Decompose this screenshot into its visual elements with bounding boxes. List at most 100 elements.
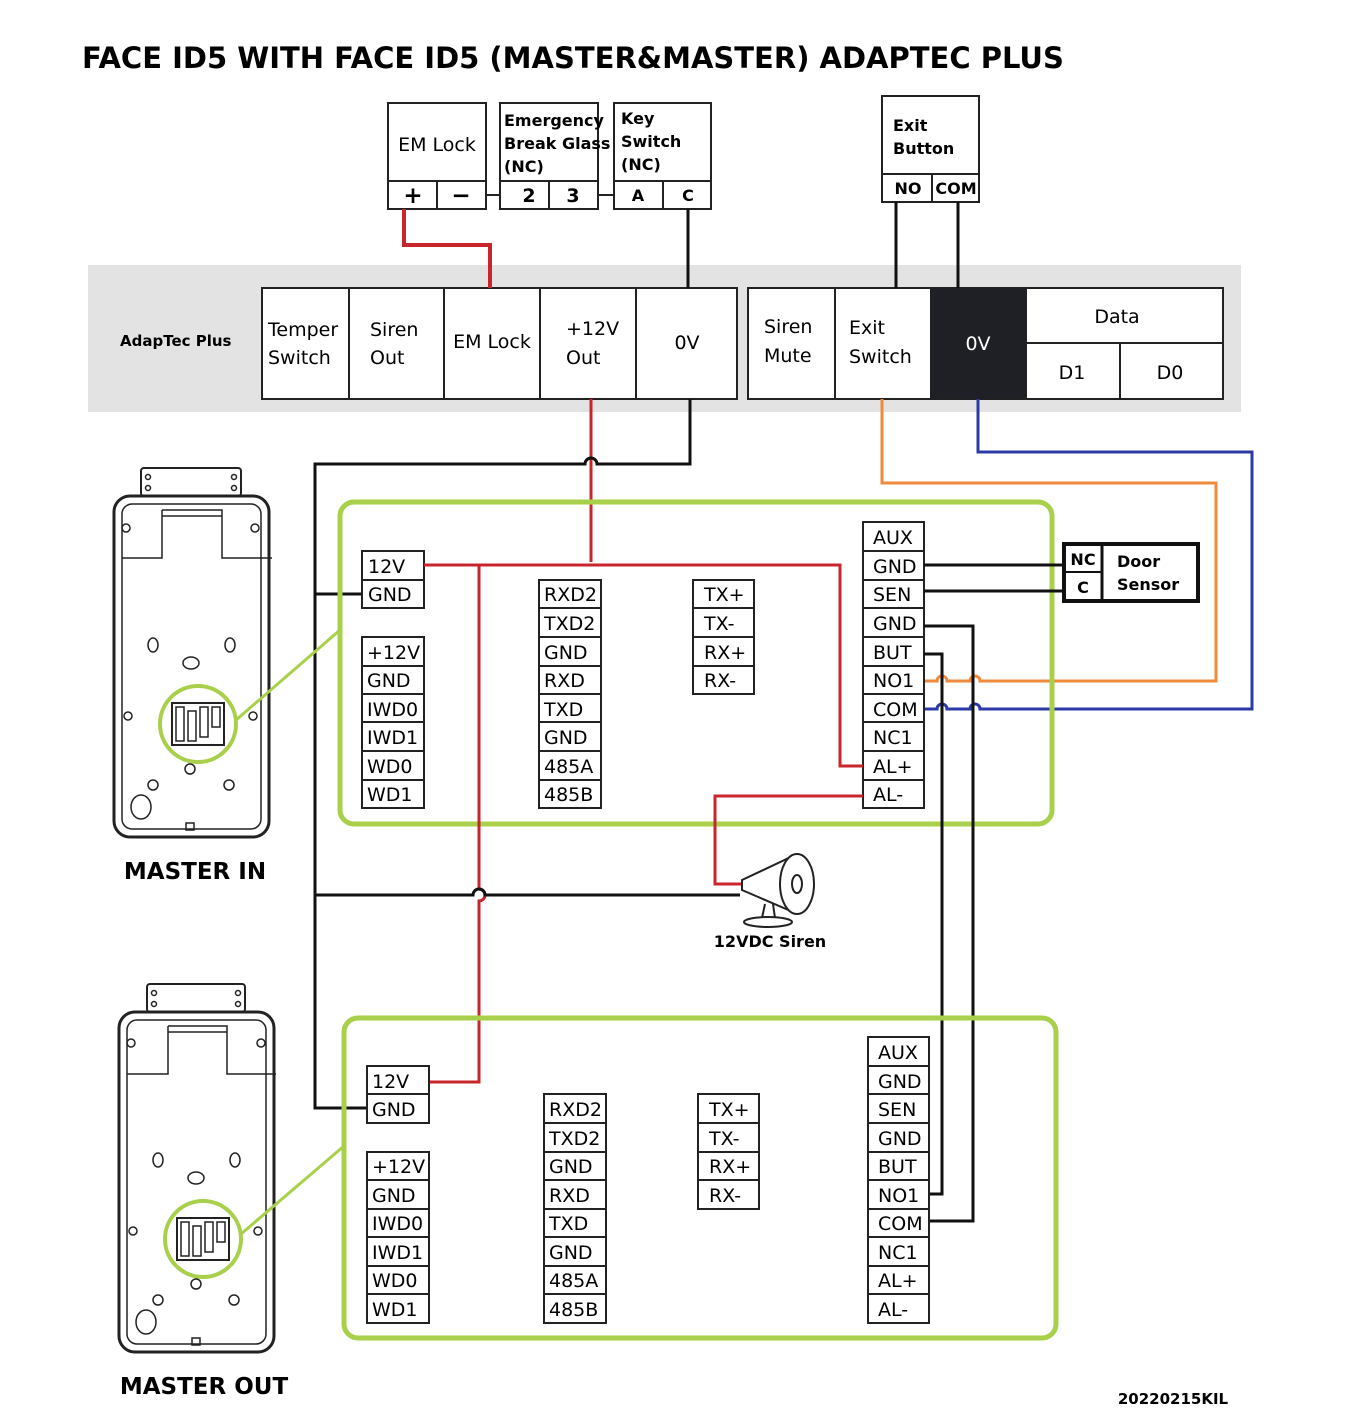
master-in-io-4: GND <box>873 613 917 635</box>
master-in-wiegand-terminals: +12V GND IWD0 IWD1 WD0 WD1 <box>361 636 425 809</box>
master-out-wg-6: WD1 <box>372 1299 418 1321</box>
break-glass-terminal-3: 3 <box>566 185 579 207</box>
master-in-io-7: COM <box>873 699 918 721</box>
master-out-12v: 12V <box>372 1071 409 1093</box>
exit-button-terminal-com: COM <box>935 179 976 198</box>
master-in-mid-2: TXD2 <box>543 613 595 635</box>
master-out-rs-3: RX+ <box>709 1156 751 1178</box>
master-in-io-terminals: AUX GND SEN GND BUT NO1 COM NC1 AL+ AL- <box>862 521 925 809</box>
master-out-rs-4: RX- <box>709 1185 741 1207</box>
wire-al-minus-siren <box>713 794 863 886</box>
master-in-wg-3: IWD0 <box>367 699 418 721</box>
master-out-mid-1: RXD2 <box>549 1099 602 1121</box>
master-out-wg-4: IWD1 <box>372 1242 423 1264</box>
wire-em-lock-red <box>402 209 492 288</box>
break-glass-device: Emergency Break Glass (NC) 2 3 <box>499 102 610 210</box>
master-in-io-8: NC1 <box>873 727 913 749</box>
em-lock-minus-terminal: − <box>451 183 470 209</box>
master-in-io-1: AUX <box>873 527 913 549</box>
wire-0v-gnd-bus <box>313 399 692 1110</box>
master-out-wg-1: +12V <box>372 1156 425 1178</box>
exit-button-device: Exit Button NO COM <box>881 95 980 203</box>
master-out-wg-2: GND <box>372 1185 416 1207</box>
siren-label: 12VDC Siren <box>714 932 826 951</box>
master-in-mid-3: GND <box>544 642 588 664</box>
master-out-io-4: GND <box>878 1128 922 1150</box>
master-out-mid-4: RXD <box>549 1185 590 1207</box>
door-sensor-c: C <box>1077 578 1089 597</box>
master-out-mid-7: 485A <box>549 1270 598 1292</box>
master-in-board <box>337 499 1055 827</box>
adaptec-0v-right: 0V <box>965 333 990 355</box>
master-in-wg-6: WD1 <box>367 784 413 806</box>
door-sensor-label-2: Sensor <box>1117 575 1179 594</box>
master-out-io-3: SEN <box>878 1099 916 1121</box>
master-in-wg-5: WD0 <box>367 756 413 778</box>
master-out-mid-2: TXD2 <box>548 1128 600 1150</box>
master-in-io-3: SEN <box>873 584 911 606</box>
master-in-mid-1: RXD2 <box>544 584 597 606</box>
adaptec-siren-out-2: Out <box>370 347 404 369</box>
adaptec-siren-mute-2: Mute <box>764 345 812 367</box>
master-in-io-5: BUT <box>873 642 912 664</box>
master-in-mid-5: TXD <box>543 699 583 721</box>
footer-code: 20220215KIL <box>1118 1390 1229 1408</box>
break-glass-label-3: (NC) <box>504 157 544 176</box>
master-out-io-6: NO1 <box>878 1185 919 1207</box>
door-sensor-nc: NC <box>1070 550 1095 569</box>
wire-siren-gnd <box>315 887 740 897</box>
door-sensor: NC C Door Sensor <box>1062 542 1200 603</box>
master-in-serial-terminals: RXD2 TXD2 GND RXD TXD GND 485A 485B <box>538 579 602 809</box>
master-in-rs-3: RX+ <box>704 642 746 664</box>
master-out-io-terminals: AUX GND SEN GND BUT NO1 COM NC1 AL+ AL- <box>867 1036 930 1324</box>
master-out-io-10: AL- <box>878 1299 908 1321</box>
master-out-wg-5: WD0 <box>372 1270 418 1292</box>
wire-gnd-to-com-out <box>924 624 975 1223</box>
master-out-rs-2: TX- <box>708 1128 740 1150</box>
adaptec-d1: D1 <box>1059 362 1086 384</box>
key-switch-label-3: (NC) <box>621 155 661 174</box>
master-in-rs-terminals: TX+ TX- RX+ RX- <box>692 579 755 695</box>
master-in-io-9: AL+ <box>873 756 913 778</box>
master-in-io-6: NO1 <box>873 670 914 692</box>
master-in-rs-1: TX+ <box>703 584 745 606</box>
exit-button-label-2: Button <box>893 139 954 158</box>
master-out-io-7: COM <box>878 1213 923 1235</box>
master-in-wg-1: +12V <box>367 642 420 664</box>
break-glass-terminal-2: 2 <box>522 185 535 207</box>
adaptec-right-block: Siren Mute Exit Switch 0V Data D1 D0 <box>747 287 1224 400</box>
master-out-label: MASTER OUT <box>120 1374 289 1400</box>
wire-0v-blue <box>924 399 1254 711</box>
em-lock-device: EM Lock + − <box>387 102 487 210</box>
master-in-rs-4: RX- <box>704 670 736 692</box>
key-switch-terminal-a: A <box>632 186 645 205</box>
door-sensor-label-1: Door <box>1117 552 1160 571</box>
master-out-board <box>341 1015 1059 1341</box>
break-glass-label-1: Emergency <box>504 111 605 130</box>
master-out-wiegand-terminals: +12V GND IWD0 IWD1 WD0 WD1 <box>366 1151 430 1324</box>
master-out-device-icon <box>117 983 345 1354</box>
master-out-mid-8: 485B <box>549 1299 598 1321</box>
master-out-gnd: GND <box>372 1099 416 1121</box>
master-in-mid-8: 485B <box>544 784 593 806</box>
adaptec-d0: D0 <box>1157 362 1184 384</box>
em-lock-plus-terminal: + <box>403 183 422 209</box>
master-out-io-1: AUX <box>878 1042 918 1064</box>
adaptec-siren-mute-1: Siren <box>764 316 812 338</box>
diagram-title: FACE ID5 WITH FACE ID5 (MASTER&MASTER) A… <box>82 41 1064 75</box>
adaptec-temper-switch-1: Temper <box>267 319 338 341</box>
adaptec-plus-label: AdapTec Plus <box>120 332 232 350</box>
master-in-mid-6: GND <box>544 727 588 749</box>
adaptec-temper-switch-2: Switch <box>268 347 331 369</box>
key-switch-terminal-c: C <box>682 186 694 205</box>
adaptec-exit-switch-1: Exit <box>849 317 885 339</box>
wire-exit-switch-orange <box>880 399 1218 683</box>
master-in-mid-7: 485A <box>544 756 593 778</box>
adaptec-0v-highlight <box>930 288 1026 399</box>
master-out-mid-3: GND <box>549 1156 593 1178</box>
master-out-serial-terminals: RXD2 TXD2 GND RXD TXD GND 485A 485B <box>543 1093 607 1324</box>
master-out-io-5: BUT <box>878 1156 917 1178</box>
master-in-label: MASTER IN <box>124 859 266 885</box>
exit-button-label-1: Exit <box>893 116 928 135</box>
em-lock-label: EM Lock <box>398 134 476 156</box>
